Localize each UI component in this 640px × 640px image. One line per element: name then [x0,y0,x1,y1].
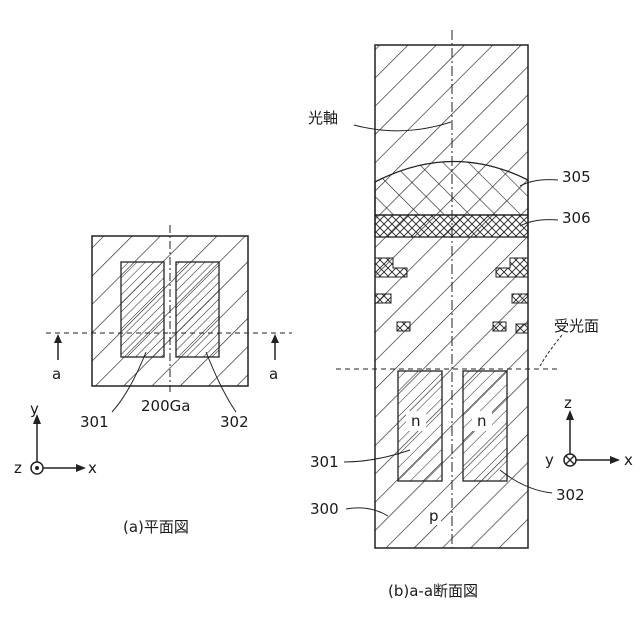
label-light-receiving-surface: 受光面 [554,317,599,335]
n-region-right: n [477,412,487,430]
section-view: n n p 光軸 305 306 受光面 301 302 300 [308,30,633,600]
label-302-section: 302 [556,486,585,504]
plan-axis-y: y [30,400,39,418]
wiring-right-4 [516,324,528,333]
section-axis-y: y [545,451,554,469]
label-optical-axis: 光軸 [308,109,338,127]
x-axis-arrowhead [76,464,86,472]
label-306: 306 [562,209,591,227]
wiring-right-3 [493,322,506,331]
plan-view: a a 301 200Ga 302 y z x (a)平面図 [14,225,292,536]
plan-photodiode-302 [176,262,219,357]
label-301-section: 301 [310,453,339,471]
section-axis-x: x [624,451,633,469]
section-arrow-right-head [271,334,279,343]
plan-label-200Ga: 200Ga [141,397,190,415]
leader-light-surface [540,335,562,366]
wiring-left-2 [375,294,391,303]
section-mark-left: a [52,365,61,383]
plan-photodiode-301 [121,262,164,357]
plan-label-302: 302 [220,413,249,431]
caption-plan-view: (a)平面図 [123,518,189,536]
label-305: 305 [562,168,591,186]
label-300: 300 [310,500,339,518]
section-axes: z y x [545,394,633,469]
section-arrow-left-head [54,334,62,343]
section-axis-z: z [564,394,572,412]
p-region: p [429,507,439,525]
wiring-left-3 [397,322,410,331]
caption-section-view: (b)a-a断面図 [388,582,478,600]
x-axis-arrowhead-section [610,456,620,464]
wiring-right-2 [512,294,528,303]
section-mark-right: a [269,365,278,383]
n-region-left: n [411,412,421,430]
plan-label-301: 301 [80,413,109,431]
plan-axis-x: x [88,459,97,477]
plan-axis-z: z [14,459,22,477]
plan-axes: y z x [14,400,97,477]
